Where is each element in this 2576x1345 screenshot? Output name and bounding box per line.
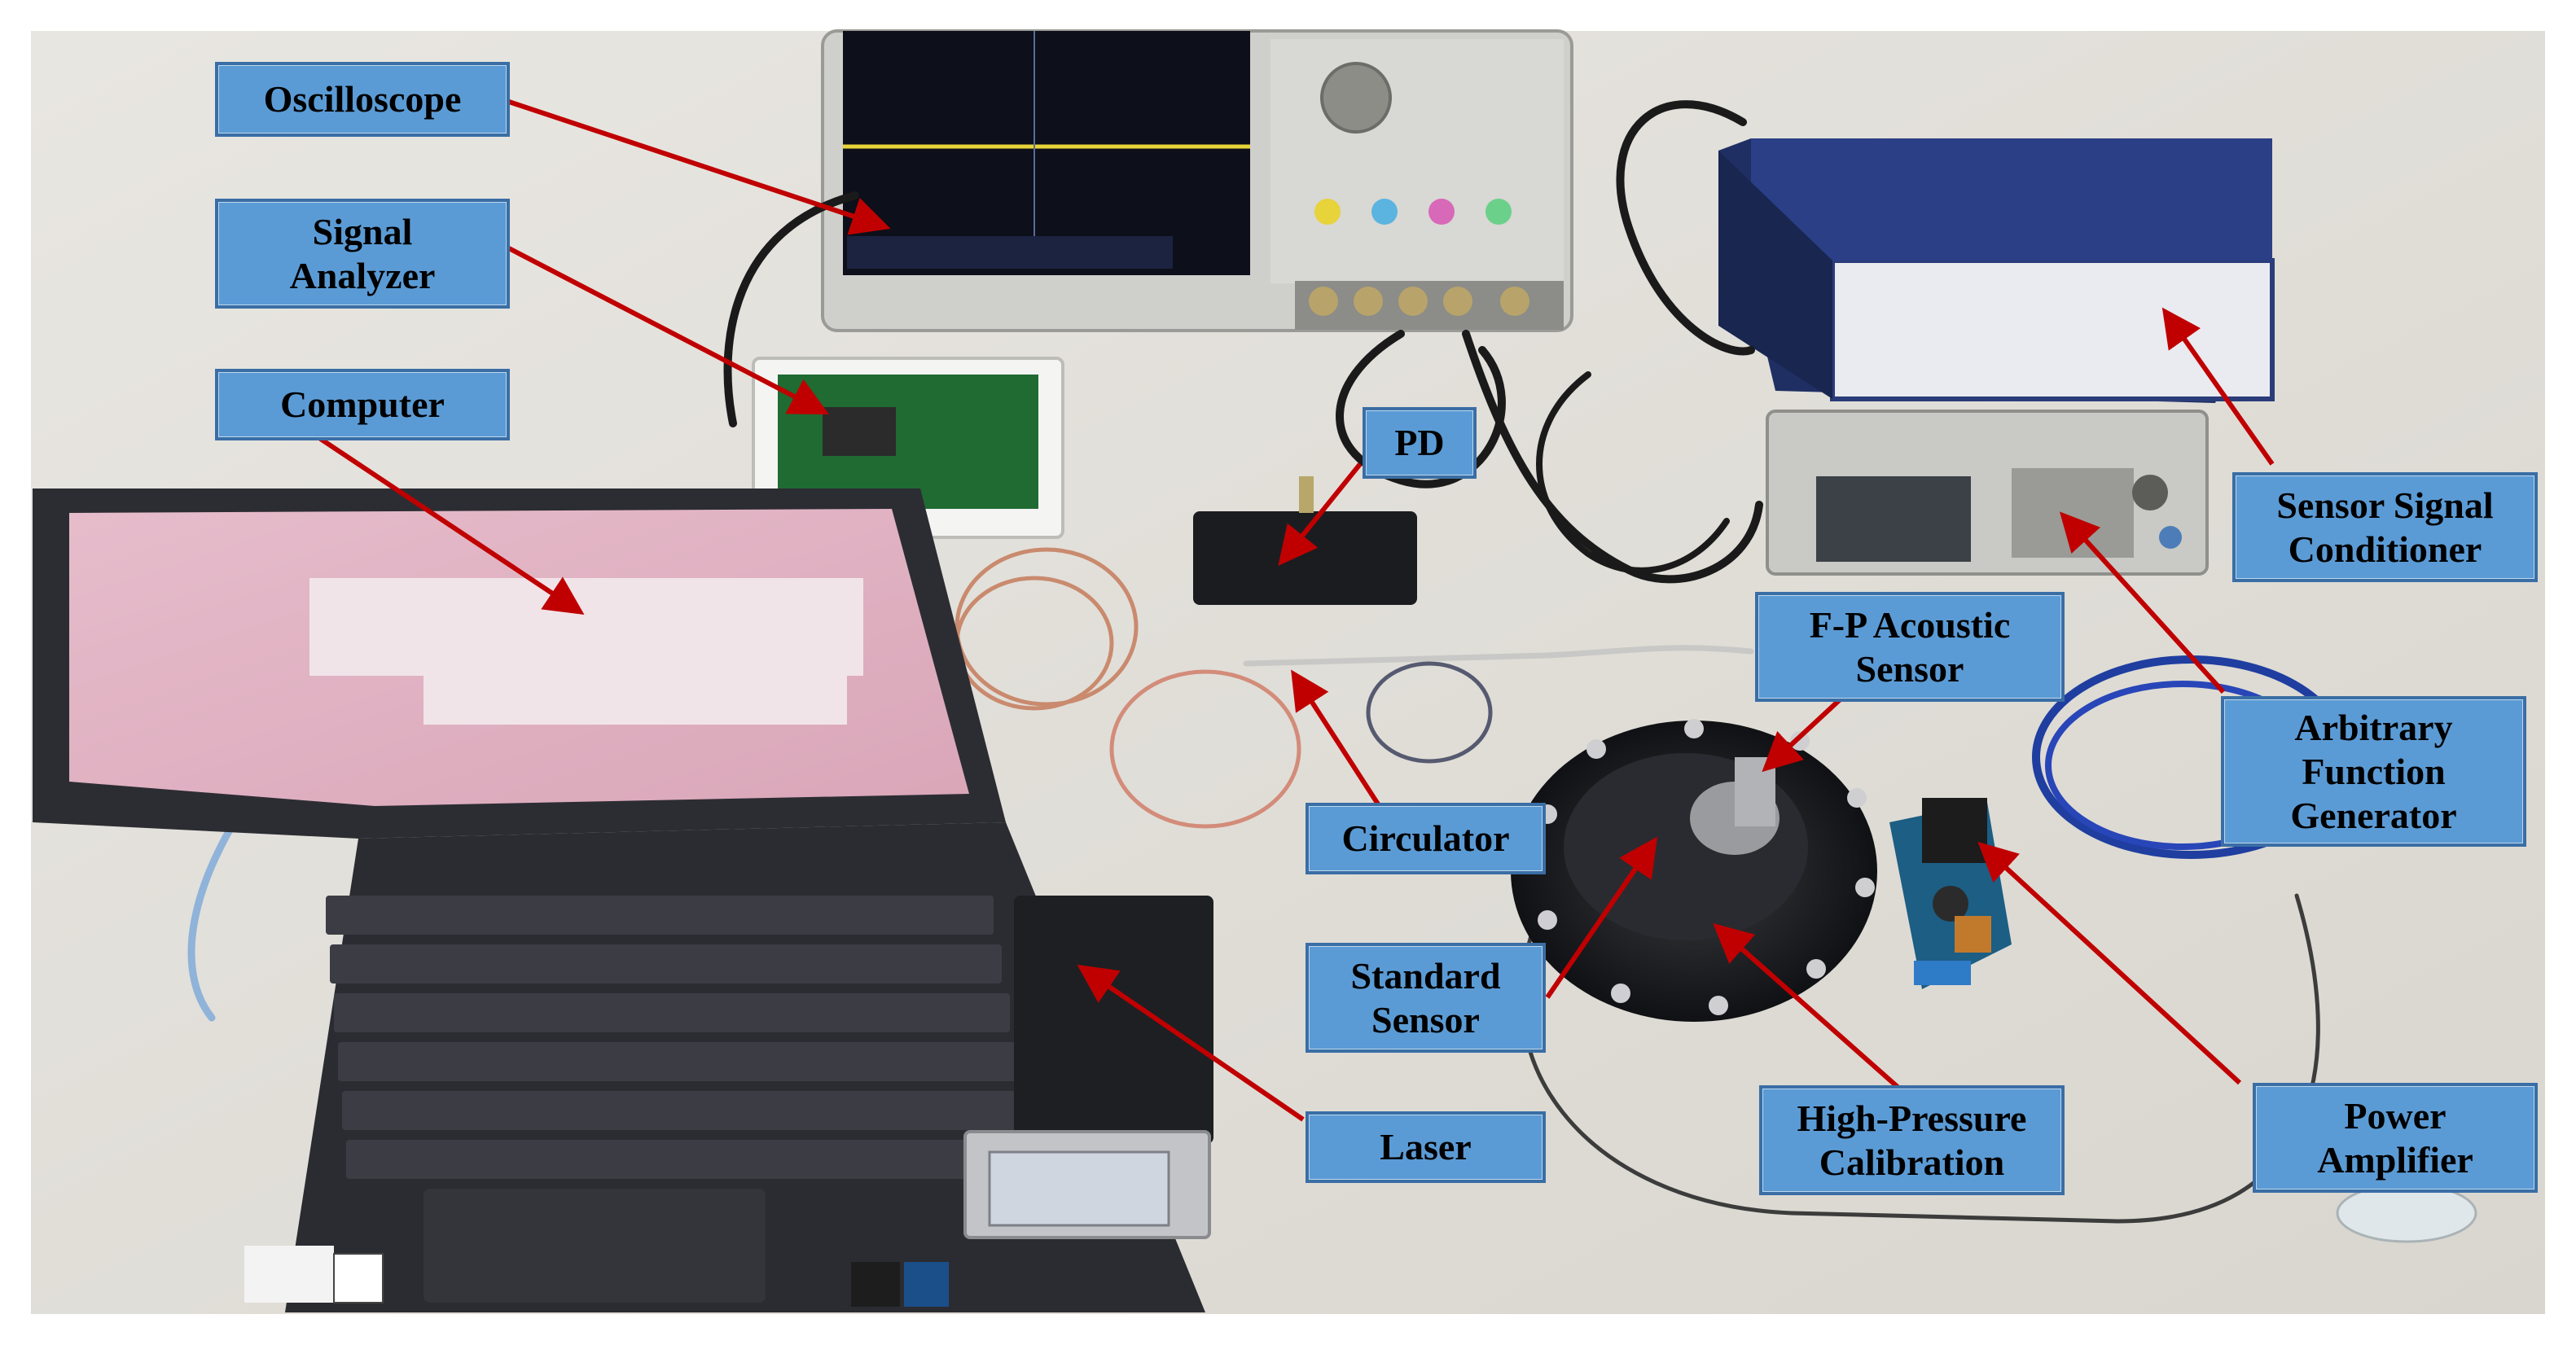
label-standard-sensor-line1: Standard <box>1350 954 1501 997</box>
label-fp-acoustic-sensor-line1: F-P Acoustic <box>1809 603 2011 646</box>
label-power-amplifier-line2: Amplifier <box>2317 1138 2473 1181</box>
label-sensor-signal-conditioner-line2: Conditioner <box>2288 528 2482 570</box>
label-high-pressure-calibration: High-Pressure Calibration <box>1759 1085 2065 1195</box>
label-fp-acoustic-sensor-line2: Sensor <box>1855 647 1964 690</box>
label-circulator-text: Circulator <box>1341 817 1510 859</box>
label-signal-analyzer: Signal Analyzer <box>215 199 510 309</box>
label-hpc-line1: High-Pressure <box>1797 1097 2027 1139</box>
high-pressure-calibration-device <box>1511 719 1877 1022</box>
label-computer: Computer <box>215 369 510 440</box>
label-computer-text: Computer <box>280 383 445 425</box>
label-afg-line3: Generator <box>2290 794 2457 836</box>
label-laser-text: Laser <box>1380 1126 1472 1168</box>
label-afg-line2: Function <box>2302 750 2446 792</box>
label-oscilloscope: Oscilloscope <box>215 62 510 137</box>
laptop <box>33 488 1205 1312</box>
sensor-signal-conditioner-device <box>1718 138 2275 403</box>
oscilloscope-device <box>821 29 1573 332</box>
label-laser: Laser <box>1306 1111 1546 1183</box>
label-hpc-line2: Calibration <box>1819 1141 2005 1183</box>
label-standard-sensor: Standard Sensor <box>1306 943 1546 1053</box>
label-arbitrary-function-generator: Arbitrary Function Generator <box>2221 696 2526 847</box>
label-power-amplifier-line1: Power <box>2344 1094 2447 1137</box>
label-pd: PD <box>1363 407 1477 479</box>
label-signal-analyzer-line2: Analyzer <box>289 254 436 296</box>
label-pd-text: PD <box>1394 422 1445 463</box>
label-power-amplifier: Power Amplifier <box>2253 1083 2538 1193</box>
label-afg-line1: Arbitrary <box>2294 706 2453 748</box>
label-standard-sensor-line2: Sensor <box>1371 998 1480 1041</box>
petri-dish <box>2336 1183 2477 1243</box>
label-oscilloscope-text: Oscilloscope <box>263 78 462 120</box>
label-sensor-signal-conditioner-line1: Sensor Signal <box>2276 484 2494 526</box>
function-generator-device <box>1766 410 2209 576</box>
label-circulator: Circulator <box>1306 803 1546 874</box>
label-fp-acoustic-sensor: F-P Acoustic Sensor <box>1755 592 2065 702</box>
label-signal-analyzer-line1: Signal <box>312 210 413 252</box>
label-sensor-signal-conditioner: Sensor Signal Conditioner <box>2232 472 2538 582</box>
